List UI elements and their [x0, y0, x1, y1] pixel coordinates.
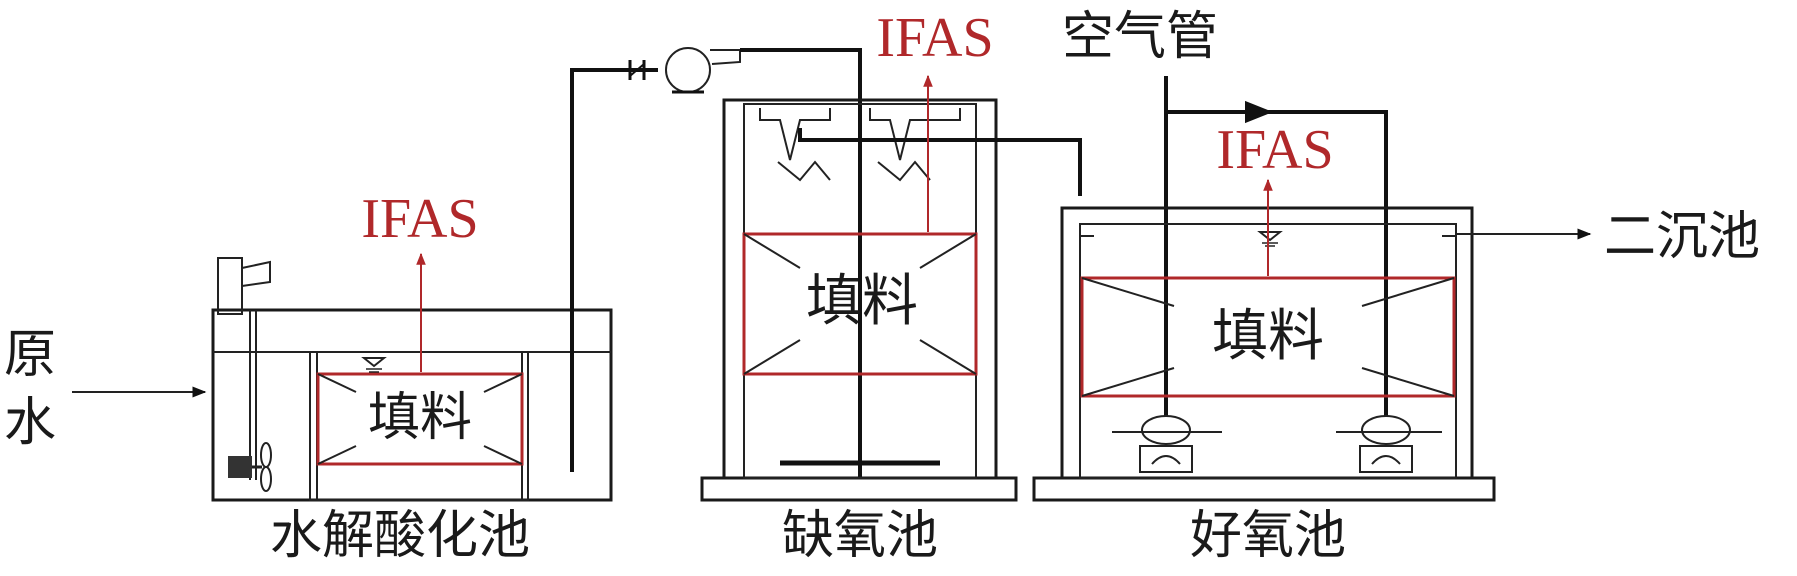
anoxic-ifas-label: IFAS — [876, 7, 993, 69]
anoxic-media-block — [742, 232, 978, 376]
aerobic-tank-label: 好氧池 — [1190, 506, 1346, 566]
aerobic-tank: 填料 IFAS 好氧池 — [1032, 119, 1496, 566]
hydrolysis-media-label: 填料 — [368, 388, 472, 448]
transfer-pipe — [570, 68, 622, 472]
aerobic-ifas-label: IFAS — [1216, 119, 1333, 181]
hydrolysis-ifas-label: IFAS — [361, 188, 478, 250]
secondary-clarifier-label: 二沉池 — [1604, 207, 1760, 267]
anoxic-outflow-pipe — [798, 128, 1082, 196]
aerobic-media-label: 填料 — [1212, 304, 1324, 369]
diffuser-icon — [1112, 415, 1222, 473]
anoxic-tank-wall — [722, 98, 998, 478]
raw-water-label-line1: 原 — [4, 325, 56, 385]
air-pipe-label: 空气管 — [1062, 7, 1218, 67]
diffuser-icon — [1336, 415, 1442, 473]
hydrolysis-tank-label: 水解酸化池 — [270, 506, 530, 566]
hydrolysis-media-block — [316, 372, 524, 466]
anoxic-media-label: 填料 — [806, 269, 918, 334]
raw-water-label-line2: 水 — [4, 393, 56, 453]
aerobic-tank-base — [1032, 476, 1496, 502]
air-pipe-right-drop — [1270, 110, 1388, 416]
aerobic-media-block — [1080, 276, 1456, 398]
anoxic-tank-base — [700, 476, 1018, 502]
hydrolysis-tank: 填料 IFAS 水解酸化池 — [211, 188, 613, 566]
anoxic-tank: 填料 IFAS 缺氧池 — [700, 7, 1082, 566]
anoxic-tank-label: 缺氧池 — [782, 506, 938, 566]
water-level-icon — [361, 357, 387, 373]
raw-water-label: 原 水 — [4, 325, 56, 453]
anoxic-feed-pipe — [740, 48, 862, 478]
check-valve-icon — [622, 60, 658, 80]
pump-icon — [665, 47, 741, 94]
hydrolysis-inner-chamber — [309, 351, 529, 501]
water-level-icon — [1257, 231, 1283, 247]
mixer-icon — [228, 442, 272, 492]
